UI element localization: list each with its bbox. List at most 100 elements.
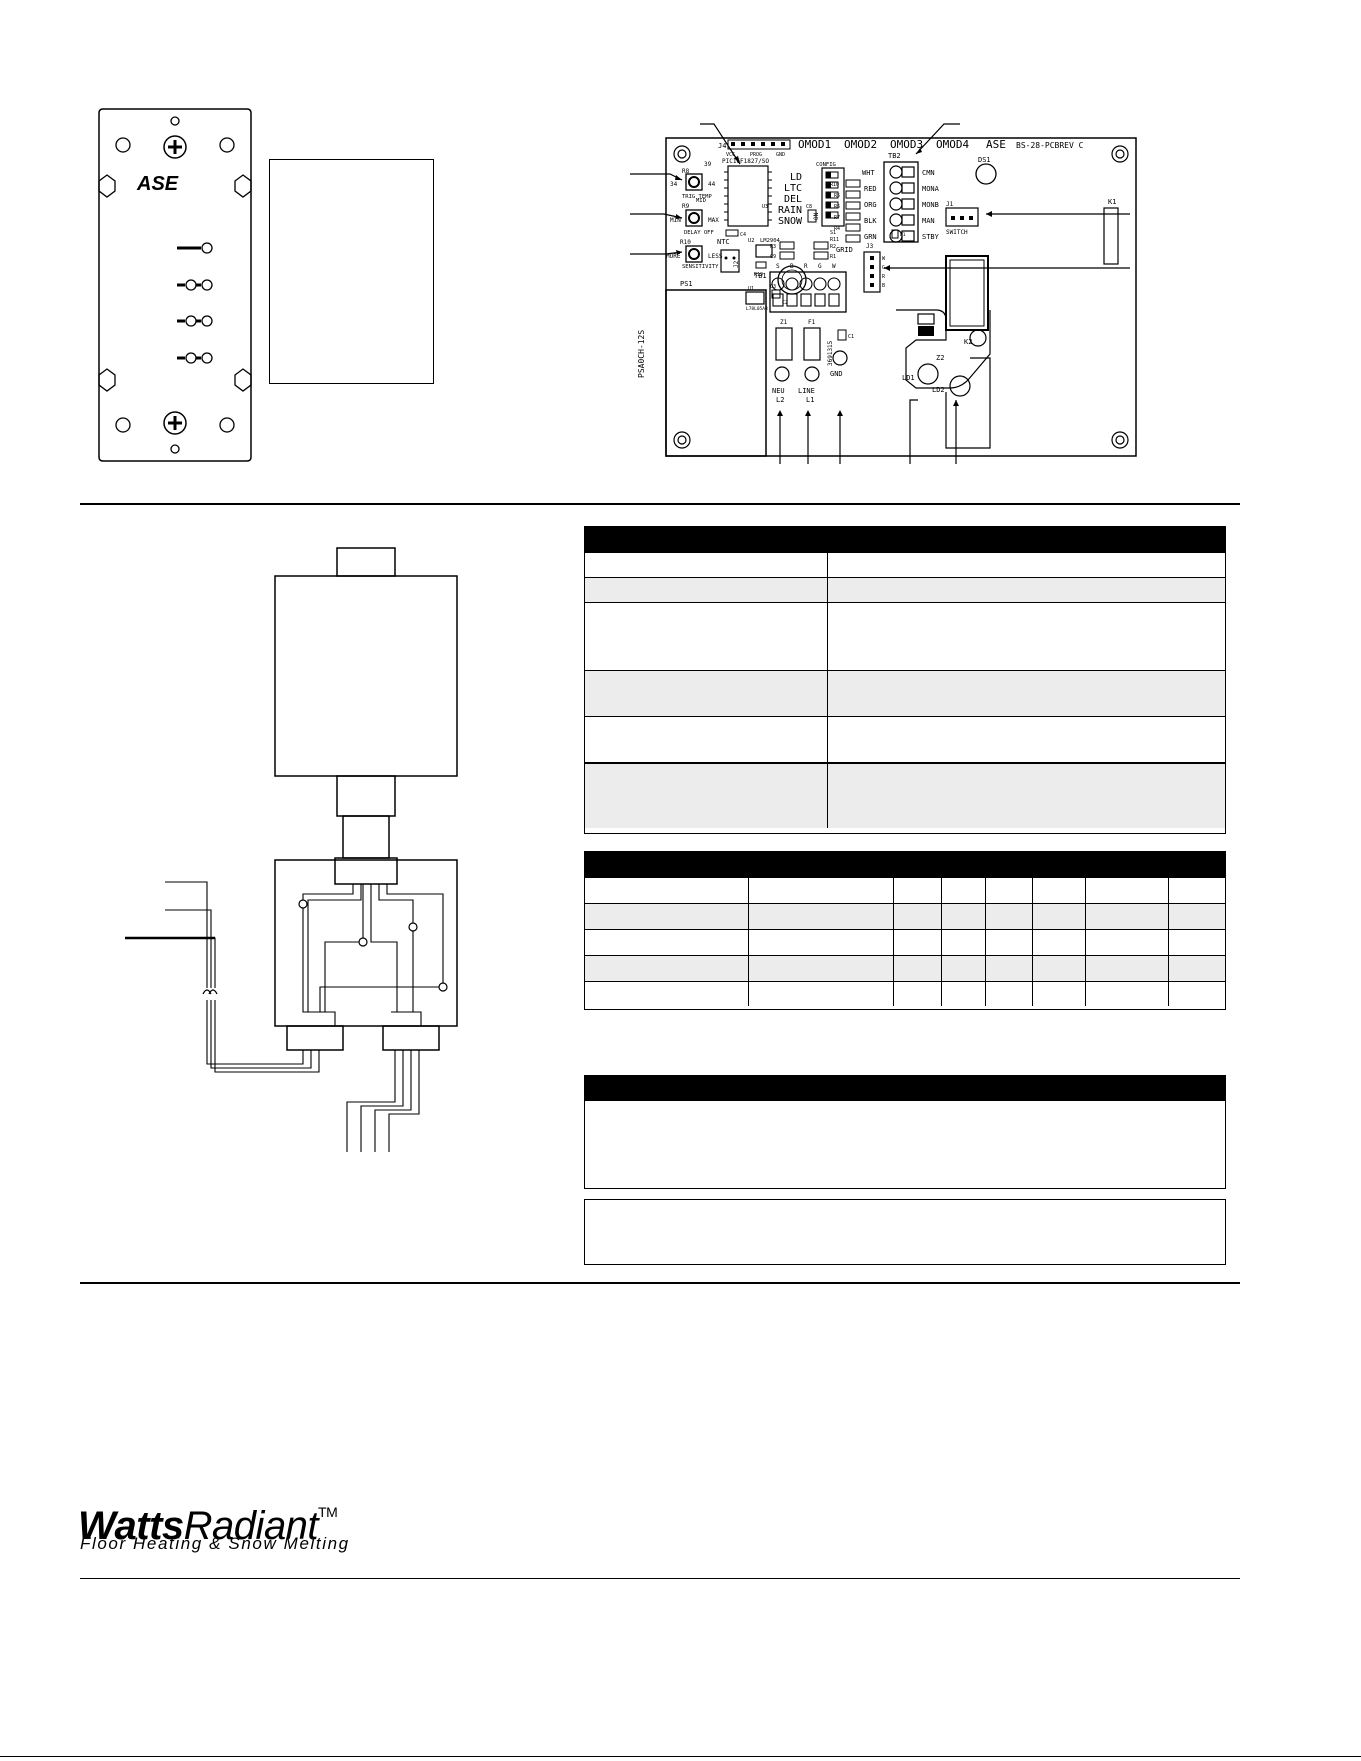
note-box	[584, 1075, 1226, 1189]
table-row	[585, 762, 1225, 828]
config-ltc: LTC	[784, 183, 802, 194]
tb1-b: B	[790, 263, 794, 270]
r19-label: R19	[754, 272, 763, 278]
logo-tagline: Floor Heating & Snow Melting	[80, 1534, 350, 1553]
ase-label: ASE	[986, 138, 1006, 151]
spec-table-header	[585, 527, 1225, 552]
lm2904-label: LM2904	[760, 238, 781, 244]
tb2-blk: BLK	[864, 217, 877, 225]
logo-radiant: Radiant	[183, 1504, 319, 1548]
table-row	[585, 577, 1225, 602]
indicator-led-2	[177, 279, 213, 291]
model-table	[584, 851, 1226, 1010]
trig-min-label: 34	[670, 181, 678, 188]
indicator-led-1	[177, 242, 213, 254]
chip-label: PIC16F1827/SO	[722, 158, 769, 165]
tb2-man: MAN	[922, 217, 935, 225]
tb1-r: R	[804, 263, 808, 270]
page-bottom-rule	[0, 1756, 1361, 1757]
config-rain: RAIN	[778, 205, 802, 216]
j3-w: W	[882, 256, 886, 262]
table-row	[585, 929, 1225, 955]
config-label: CONFIG	[816, 162, 836, 168]
table-row	[585, 552, 1225, 577]
tb2-label: TB2	[888, 152, 901, 160]
r1-label: R1	[830, 254, 836, 260]
ps-model: PSA0CH-12S	[637, 330, 646, 378]
logo-tm: TM	[318, 1504, 338, 1520]
k1-label: K1	[1108, 198, 1116, 206]
omod4-label: OMOD4	[936, 138, 969, 151]
omod1-label: OMOD1	[798, 138, 831, 151]
info-box	[584, 1199, 1226, 1265]
j3-label: J3	[866, 243, 874, 250]
tb2-wht: WHT	[862, 169, 875, 177]
c1-label: C1	[848, 334, 854, 340]
c2-label: C2	[782, 300, 788, 306]
ds1-label: DS1	[978, 156, 991, 164]
max-label: MAX	[708, 217, 719, 224]
table-row	[585, 981, 1225, 1006]
note-box-header	[585, 1076, 1225, 1101]
tb1-s: S	[776, 263, 780, 270]
faceplate-logo: ASE	[136, 173, 179, 195]
omod2-label: OMOD2	[844, 138, 877, 151]
r8-label: R8	[682, 168, 690, 175]
r2-label: R2	[830, 244, 836, 250]
res-r11: R11	[830, 237, 839, 243]
neu-label: NEU	[772, 387, 785, 395]
tb2-cmn: CMN	[922, 169, 935, 177]
tb2-grn: GRN	[864, 233, 877, 241]
delay-off-label: DELAY OFF	[684, 230, 714, 236]
j1-label: J1	[946, 201, 954, 208]
z1-label: Z1	[780, 319, 788, 326]
footer-rule	[80, 1578, 1240, 1579]
tb2-org: ORG	[864, 201, 877, 209]
model-table-header	[585, 852, 1225, 877]
tb2-monb: MONB	[922, 201, 939, 209]
gnd-small-label: GND	[776, 152, 785, 158]
c9-label: C9	[770, 254, 776, 260]
s1-label: S1	[830, 230, 836, 236]
section-divider-top	[80, 503, 1240, 505]
on-label: ON	[813, 212, 820, 220]
line-label: LINE	[798, 387, 815, 395]
tb2-mona: MONA	[922, 185, 940, 193]
more-label: MORE	[666, 253, 681, 260]
pcb-rev-label: BS-28-PCBREV C	[1016, 141, 1084, 150]
c8-label: C8	[806, 204, 812, 210]
j2-label: J2	[733, 260, 740, 268]
tb2-stby: STBY	[922, 233, 940, 241]
k2-label: K2	[964, 338, 972, 346]
res-r4: R4	[834, 226, 840, 232]
d1-label: D1	[900, 232, 906, 238]
indicator-led-4	[177, 352, 213, 364]
r9-label: R9	[682, 203, 690, 210]
l1-label: L1	[806, 396, 814, 404]
switch-label: SWITCH	[946, 229, 968, 236]
res-r5: R5	[834, 193, 840, 199]
ld1-label: LD1	[902, 374, 915, 382]
ntc-label: NTC	[717, 238, 730, 246]
fuse-code: 3691315	[827, 340, 834, 366]
c4-label: C4	[740, 232, 746, 238]
indicator-led-3	[177, 315, 213, 327]
spec-table	[584, 526, 1226, 834]
res-r7: R7	[834, 215, 840, 221]
tb1-g: G	[818, 263, 822, 270]
prog-label: PROG	[750, 152, 762, 158]
mid-label: MID	[696, 198, 706, 204]
z2-label: Z2	[936, 354, 944, 362]
table-row	[585, 877, 1225, 903]
section-divider-bottom	[80, 1282, 1240, 1284]
faceplate-label-box	[269, 159, 434, 384]
r10-left-label: R10	[680, 239, 691, 246]
ld2-label: LD2	[932, 386, 945, 394]
j3-g: G	[882, 265, 885, 271]
faceplate-drawing: ASE	[98, 108, 252, 462]
r3-label: R3	[770, 244, 776, 250]
table-row	[585, 955, 1225, 981]
config-del: DEL	[784, 194, 802, 205]
u2-label: U2	[748, 238, 755, 244]
u3-label: U3	[762, 204, 768, 210]
